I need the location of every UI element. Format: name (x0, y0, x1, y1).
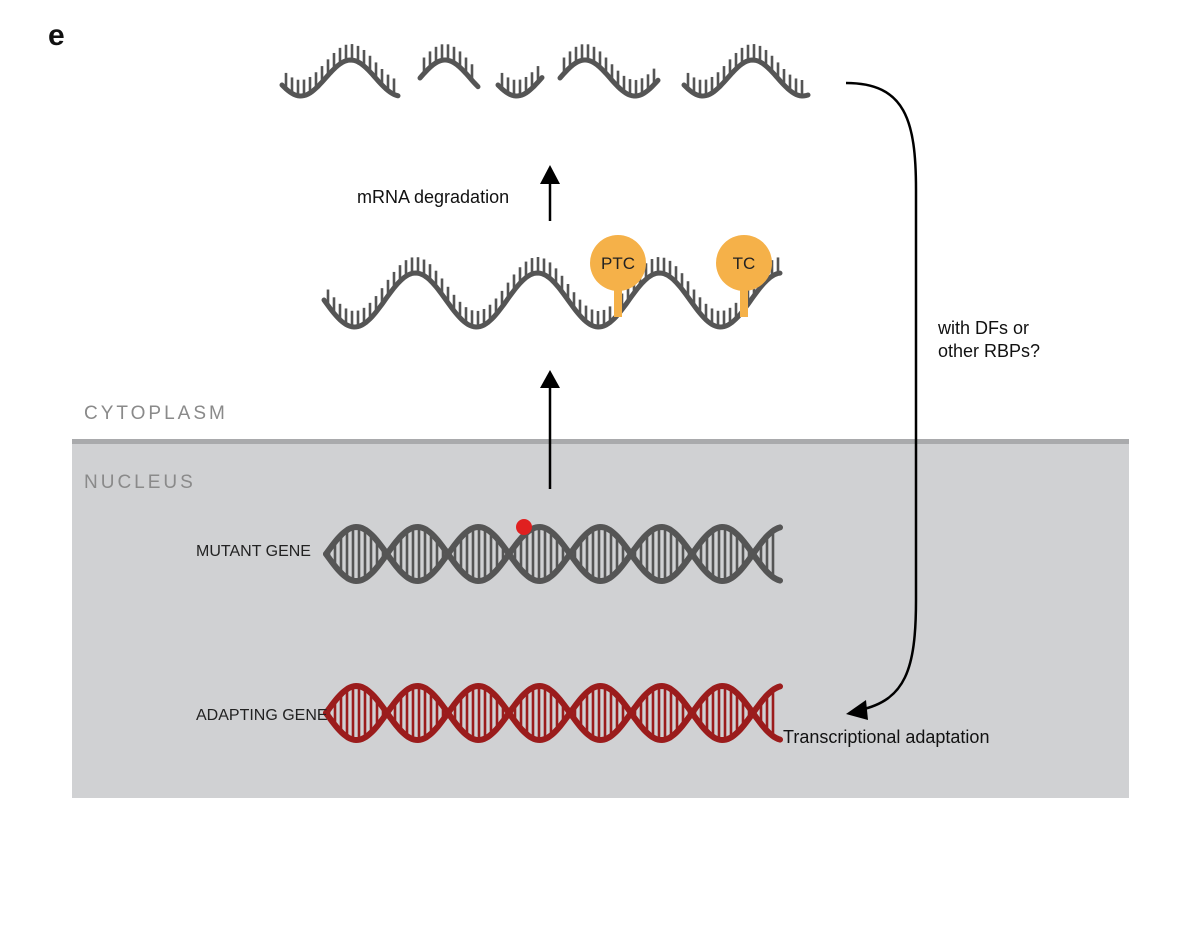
adapting-gene-helix (323, 682, 783, 744)
adapting-strand-a (323, 682, 783, 744)
mrna-fragment (417, 44, 481, 90)
factors-label-line1: with DFs or (937, 318, 1029, 338)
ptc-stem (614, 285, 622, 317)
panel-letter: e (48, 19, 65, 52)
mutant-gene-label: MUTANT GENE (196, 543, 311, 560)
degraded-mrna (279, 44, 811, 99)
mutant-gene-helix (323, 523, 783, 585)
degradation-arrow (540, 165, 560, 221)
feedback-arrow (845, 81, 918, 720)
transcription-arrow (540, 370, 560, 489)
nucleus-label: NUCLEUS (84, 472, 196, 493)
tc-circle (716, 235, 772, 291)
mrna-fragment (557, 44, 661, 99)
degradation-label: mRNA degradation (357, 187, 509, 207)
adapting-gene-label: ADAPTING GENE (196, 707, 328, 724)
ptc-marker: PTC (590, 235, 646, 317)
mutation-dot (516, 519, 532, 535)
tc-stem (740, 285, 748, 317)
mutant-strand-b (323, 523, 783, 585)
mrna-fragment (279, 44, 401, 99)
mutant-strand-a (323, 523, 783, 585)
mrna-fragment (495, 66, 545, 99)
ptc-label: PTC (601, 254, 635, 273)
tc-label: TC (733, 254, 756, 273)
adapting-strand-b (323, 682, 783, 744)
adaptation-label: Transcriptional adaptation (783, 727, 989, 747)
ptc-circle (590, 235, 646, 291)
cytoplasm-label: CYTOPLASM (84, 403, 228, 424)
tc-marker: TC (716, 235, 772, 317)
factors-label-line2: other RBPs? (938, 341, 1040, 361)
mrna-strand (321, 257, 783, 330)
mrna-fragment (681, 44, 811, 99)
nuclear-membrane (72, 439, 1129, 444)
